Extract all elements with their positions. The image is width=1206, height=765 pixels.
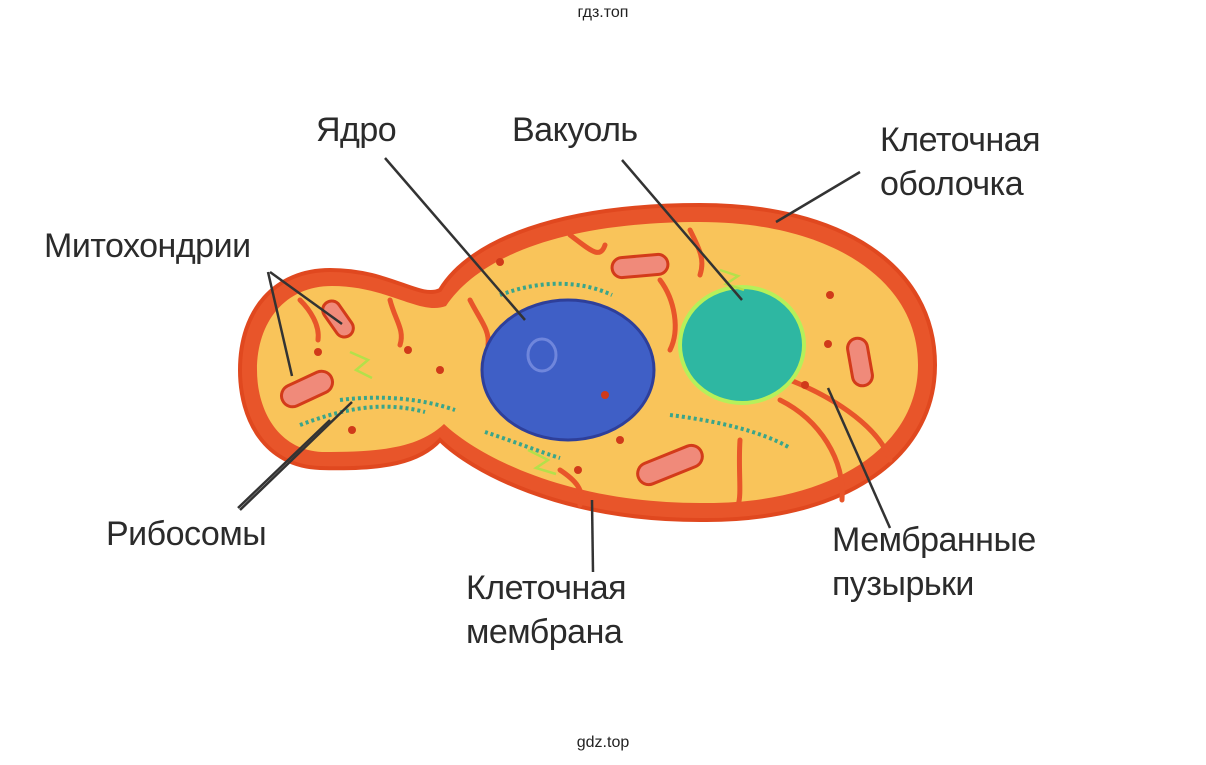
leader-nucleus xyxy=(384,157,526,321)
vesicle xyxy=(801,381,809,389)
ribosome-tails xyxy=(349,268,745,476)
leader-cell-membrane xyxy=(590,499,595,573)
leader-vacuole xyxy=(621,159,743,301)
mitochondrion xyxy=(636,443,704,487)
vesicle xyxy=(616,436,624,444)
nucleus xyxy=(480,298,656,442)
membrane-vesicles xyxy=(314,258,834,474)
vesicle xyxy=(824,340,832,348)
leader-ribosomes-2 xyxy=(239,401,353,511)
leader-mitochondria-1 xyxy=(269,270,343,326)
mitochondrion xyxy=(846,336,874,388)
vesicle xyxy=(601,391,609,399)
watermark-top: гдз.топ xyxy=(577,4,629,21)
ribosome-chains xyxy=(299,281,792,460)
label-vacuole: Вакуоль xyxy=(512,111,638,149)
vesicle xyxy=(314,348,322,356)
leader-cell-wall xyxy=(775,170,861,224)
vesicle xyxy=(574,466,582,474)
leader-lines xyxy=(237,157,892,573)
mitochondrion xyxy=(279,369,335,409)
mitochondrion xyxy=(321,299,355,339)
membrane-folds xyxy=(297,227,893,508)
leader-ribosomes-1 xyxy=(237,419,331,509)
vesicle xyxy=(436,366,444,374)
nucleolus xyxy=(526,337,558,373)
label-cell-wall: Клеточная оболочка xyxy=(880,121,1041,203)
watermark-bottom: gdz.top xyxy=(576,734,630,751)
leader-vesicles xyxy=(826,387,892,529)
mitochondrion xyxy=(610,252,670,280)
vesicle xyxy=(348,426,356,434)
leader-mitochondria-2 xyxy=(266,271,294,377)
label-mitochondria: Митохондрии xyxy=(44,227,251,265)
vesicle xyxy=(826,291,834,299)
vacuole xyxy=(678,285,806,405)
vesicle xyxy=(404,346,412,354)
vesicle xyxy=(496,258,504,266)
label-ribosomes: Рибосомы xyxy=(106,515,267,553)
label-nucleus: Ядро xyxy=(316,111,397,149)
mitochondria-group xyxy=(279,252,874,487)
label-cell-membrane: Клеточная мембрана xyxy=(466,569,627,651)
label-vesicles: Мембранные пузырьки xyxy=(832,521,1036,603)
